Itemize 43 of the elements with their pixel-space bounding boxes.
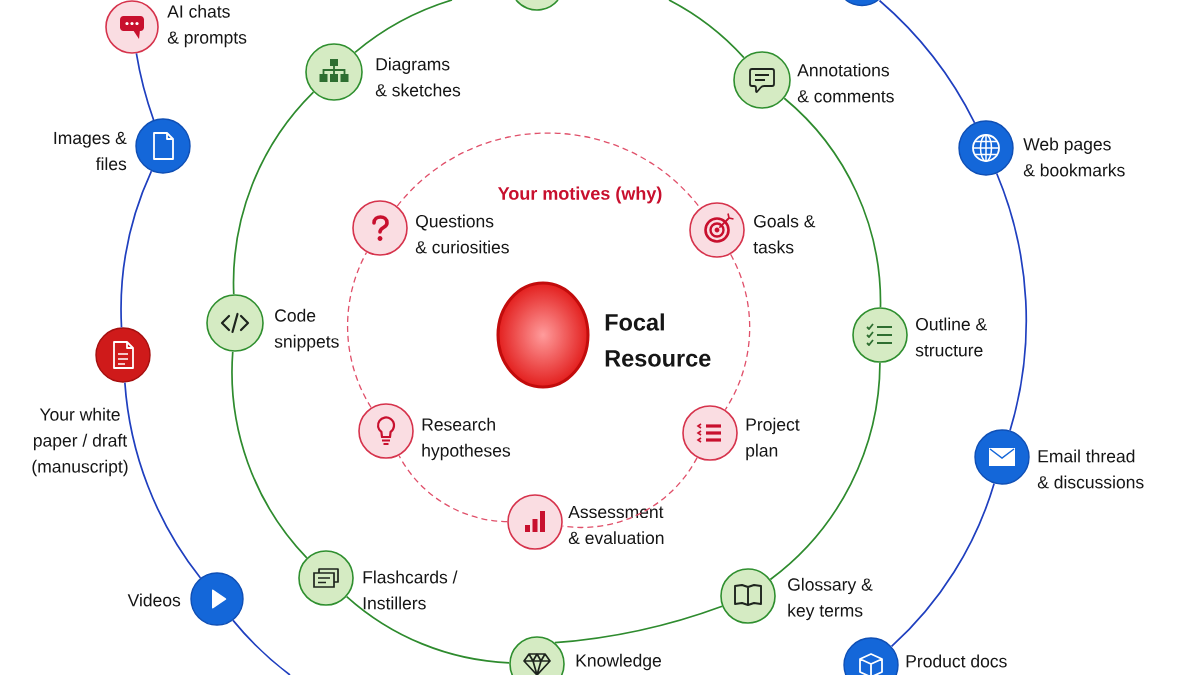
ring-title: Your motives (why)	[497, 186, 662, 204]
connector-line	[668, 0, 745, 59]
connector-line	[890, 482, 995, 648]
connector-line	[124, 381, 202, 579]
node-label: Outline & structure	[915, 317, 987, 357]
node-label: Goals & tasks	[753, 214, 816, 254]
node-label: Web pages & bookmarks	[1023, 137, 1125, 177]
node-label: Annotations & comments	[797, 63, 894, 103]
connector-line	[135, 52, 155, 121]
connector-line	[345, 595, 511, 664]
connector-line	[120, 170, 153, 329]
node-label: AI chats & prompts	[167, 4, 247, 48]
connector-line	[769, 361, 881, 581]
node-label: Glossary & key terms	[788, 577, 873, 621]
node-label: Videos	[127, 593, 181, 607]
node-label: Knowledge	[576, 653, 661, 671]
connector-line	[232, 91, 315, 296]
icon-circle	[844, 0, 880, 7]
connector-line	[398, 454, 508, 523]
node-label: Product docs	[906, 654, 1007, 668]
node-label: Questions & curiosities	[415, 214, 509, 254]
connector-line	[561, 456, 698, 528]
node-label: Your white paper / draft (manuscript)	[32, 407, 128, 477]
connector-line	[783, 97, 882, 309]
node-label: Images & files	[54, 131, 127, 171]
node-label: Flashcards / Instillers	[363, 570, 458, 610]
node-label: Diagrams & sketches	[375, 57, 461, 97]
node-label: Email thread & discussions	[1037, 449, 1144, 489]
connector-line	[396, 132, 701, 209]
connector-line	[554, 605, 723, 644]
icon-circle	[515, 0, 559, 11]
connector-line	[347, 251, 372, 409]
node-label: Assessment & evaluation	[568, 505, 664, 545]
connector-line	[231, 350, 308, 559]
connector-line	[995, 172, 1028, 432]
node-label: Research hypotheses	[422, 417, 511, 461]
connector-line	[878, 0, 976, 124]
node-label: Project plan	[746, 417, 800, 461]
connector-line	[724, 253, 751, 411]
connector-line	[232, 619, 291, 675]
node-label: Code snippets	[274, 308, 339, 352]
connector-line	[354, 0, 453, 54]
center-label: Focal Resource	[605, 313, 711, 367]
